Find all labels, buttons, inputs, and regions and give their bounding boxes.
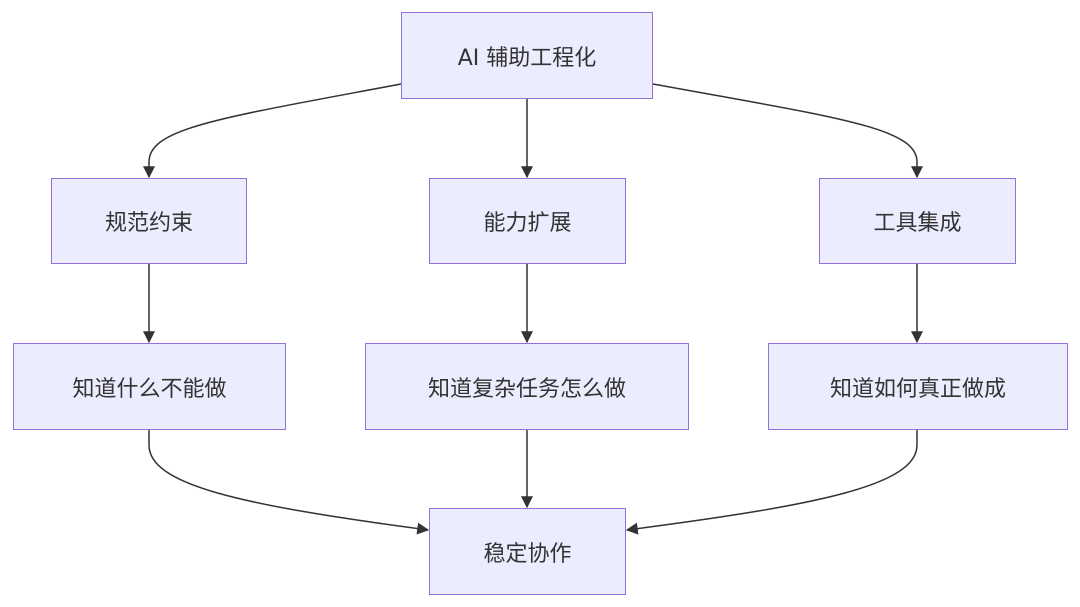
node-tool-integration: 工具集成 — [819, 178, 1016, 264]
node-know-how-done: 知道如何真正做成 — [768, 343, 1068, 430]
edge-know-limits-to-final — [148, 430, 430, 535]
node-rules-constraints: 规范约束 — [51, 178, 247, 264]
node-know-complex-tasks: 知道复杂任务怎么做 — [365, 343, 689, 430]
node-ai-engineering: AI 辅助工程化 — [401, 12, 653, 99]
node-know-limits: 知道什么不能做 — [13, 343, 286, 430]
edge-root-to-rules — [143, 83, 402, 179]
edge-root-to-tools — [652, 83, 923, 179]
node-capability-extension: 能力扩展 — [429, 178, 626, 264]
node-stable-collaboration: 稳定协作 — [429, 508, 626, 595]
edge-know-done-to-final — [625, 430, 918, 535]
